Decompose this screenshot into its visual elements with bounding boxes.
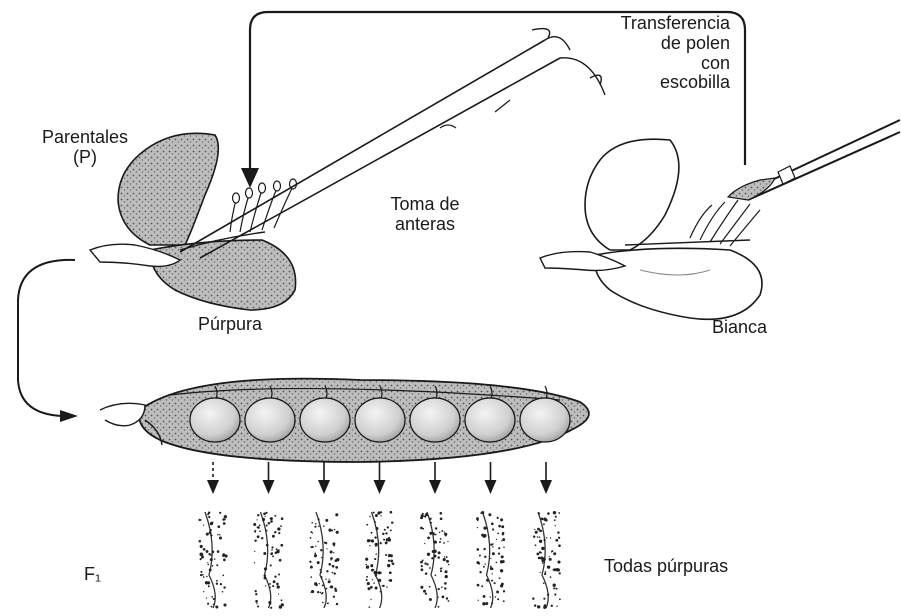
f1-plant [420, 512, 449, 608]
cross-to-pod-arrowhead [60, 410, 78, 422]
f1-plant [198, 511, 227, 608]
f1-plant [365, 511, 394, 608]
pea-seed [300, 398, 350, 442]
f1-label: F₁ [84, 565, 101, 585]
transfer-line-2: de polen [530, 34, 730, 54]
down-arrow-icon [318, 462, 330, 494]
transfer-line-3: con [530, 54, 730, 74]
f1-offspring-row [198, 462, 560, 609]
pea-pod-illustration [100, 379, 589, 462]
purple-flower-label: Púrpura [198, 315, 262, 335]
transfer-line-1: Transferencia [530, 14, 730, 34]
pea-seed [465, 398, 515, 442]
pea-seed [245, 398, 295, 442]
pea-seed [520, 398, 570, 442]
down-arrow-icon [263, 462, 275, 494]
f1-plant [532, 511, 561, 609]
brush-illustration [728, 120, 900, 200]
all-purple-label: Todas púrpuras [604, 557, 728, 577]
anthers-line-2: anteras [370, 215, 480, 235]
pea-seed [355, 398, 405, 442]
down-arrow-icon [374, 462, 386, 494]
down-arrow-icon [540, 462, 552, 494]
anthers-line-1: Toma de [370, 195, 480, 215]
pea-seed [410, 398, 460, 442]
pea-seed [190, 398, 240, 442]
parents-line-1: Parentales [10, 128, 160, 148]
parents-label: Parentales (P) [10, 128, 160, 168]
pollen-transfer-arrowhead [241, 168, 259, 188]
transfer-line-4: escobilla [530, 73, 730, 93]
anther-removal-label: Toma de anteras [370, 195, 480, 235]
white-flower-illustration [540, 139, 762, 319]
down-arrow-icon [429, 462, 441, 494]
f1-plant [476, 511, 505, 608]
down-arrow-icon [207, 462, 219, 494]
pollen-transfer-label: Transferencia de polen con escobilla [530, 14, 730, 93]
f1-plant [253, 512, 284, 609]
white-flower-label: Bianca [712, 318, 767, 338]
f1-plant [309, 512, 339, 608]
cross-to-pod-path [18, 260, 75, 416]
parents-line-2: (P) [10, 148, 160, 168]
down-arrow-icon [485, 462, 497, 494]
